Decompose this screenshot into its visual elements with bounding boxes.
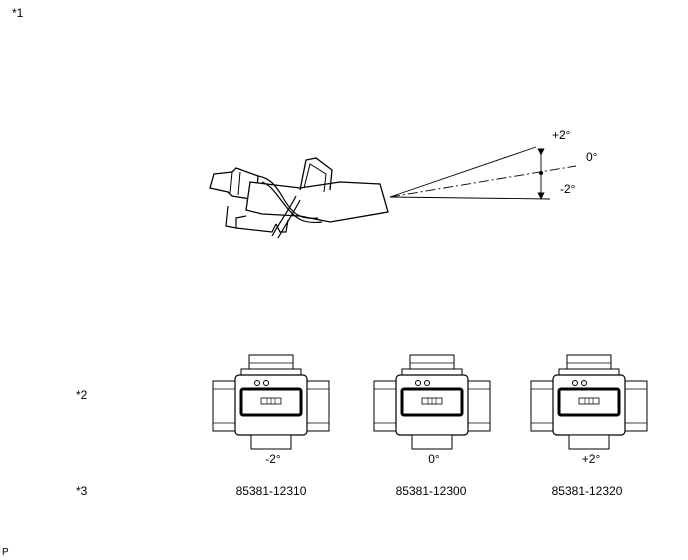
angle-reference-lines xyxy=(389,146,577,200)
sensor-assembly-drawing xyxy=(209,157,389,239)
angle-label-plus: +2° xyxy=(552,128,571,142)
connector-zero xyxy=(372,353,492,451)
callout-1: *1 xyxy=(12,6,24,20)
angle-label-minus: -2° xyxy=(560,182,576,196)
callout-3: *3 xyxy=(76,484,88,498)
connector-minus-2 xyxy=(211,353,331,451)
part-number-3: 85381-12320 xyxy=(551,484,623,498)
connector-plus-2 xyxy=(529,353,649,451)
part-number-1: 85381-12310 xyxy=(235,484,307,498)
footer-mark: P xyxy=(2,547,9,558)
callout-2: *2 xyxy=(76,388,88,402)
connector-angle-2: 0° xyxy=(428,452,440,466)
part-number-2: 85381-12300 xyxy=(395,484,467,498)
angle-label-zero: 0° xyxy=(586,150,598,164)
connector-angle-3: +2° xyxy=(581,452,601,466)
connector-angle-1: -2° xyxy=(265,452,281,466)
